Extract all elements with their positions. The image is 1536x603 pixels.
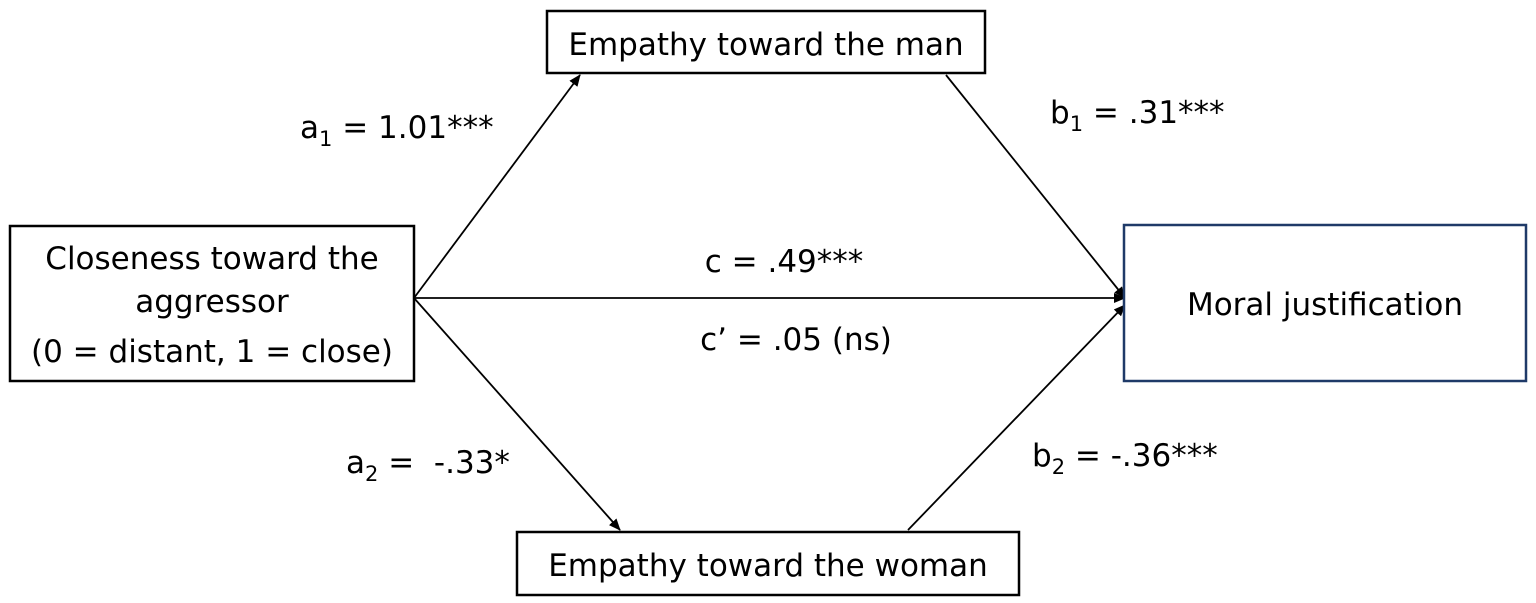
path-a2-label: a2 = -.33* [346, 445, 510, 486]
path-a1-label: a1 = 1.01*** [300, 110, 494, 151]
arrow-a1 [413, 74, 581, 299]
path-b1-label: b1 = .31*** [1050, 95, 1225, 136]
mediator-man-label: Empathy toward the man [568, 27, 963, 63]
outcome-box [1122, 223, 1528, 383]
path-c-prime-label: c’ = .05 (ns) [700, 322, 892, 358]
mediator-woman-label: Empathy toward the woman [548, 548, 988, 584]
mediator-man-box [545, 9, 987, 75]
predictor-label-line-2: aggressor [135, 284, 289, 320]
mediator-woman-box [515, 530, 1021, 597]
arrow-b1 [945, 74, 1126, 299]
path-c-label: c = .49*** [705, 244, 864, 280]
outcome-label: Moral justification [1187, 287, 1463, 323]
predictor-box [8, 224, 416, 383]
predictor-label-line-1: Closeness toward the [45, 241, 378, 277]
predictor-label-line-3: (0 = distant, 1 = close) [31, 334, 393, 370]
arrow-b2 [907, 304, 1126, 531]
arrow-a2 [413, 297, 621, 531]
path-b2-label: b2 = -.36*** [1032, 438, 1218, 479]
